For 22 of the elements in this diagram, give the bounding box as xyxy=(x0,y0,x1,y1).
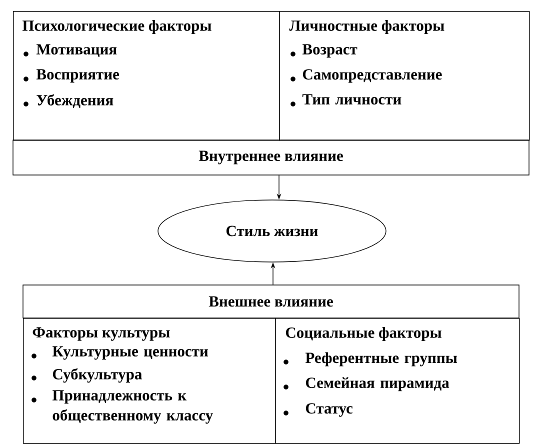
table-cell xyxy=(279,11,530,141)
cell-heading: Личностные факторы xyxy=(289,20,444,34)
list-item: Мотивация xyxy=(36,44,117,58)
cell-heading: Психологические факторы xyxy=(22,20,212,34)
list-item: Самопредставление xyxy=(302,69,442,83)
table-cell xyxy=(23,318,276,444)
list-item: Восприятие xyxy=(36,69,120,83)
list-item: Культурные ценности xyxy=(52,346,208,360)
list-item: Тип личности xyxy=(302,94,402,104)
table-cell: Внутреннее влияние xyxy=(12,140,530,176)
list-item: Статус xyxy=(306,403,353,417)
list-item: Принадлежность к общественному классу xyxy=(52,390,213,424)
list-item: Убеждения xyxy=(36,94,114,108)
list-item: Субкультура xyxy=(52,368,142,383)
cell-heading: Факторы культуры xyxy=(32,327,170,341)
table-cell xyxy=(275,318,520,444)
list-item: Возраст xyxy=(302,44,358,58)
table-cell xyxy=(13,11,280,141)
table-cell: Внешнее влияние xyxy=(22,284,520,318)
list-item: Референтные группы xyxy=(305,352,458,366)
list-item: Семейная пирамида xyxy=(306,377,450,392)
cell-heading: Социальные факторы xyxy=(286,326,442,342)
